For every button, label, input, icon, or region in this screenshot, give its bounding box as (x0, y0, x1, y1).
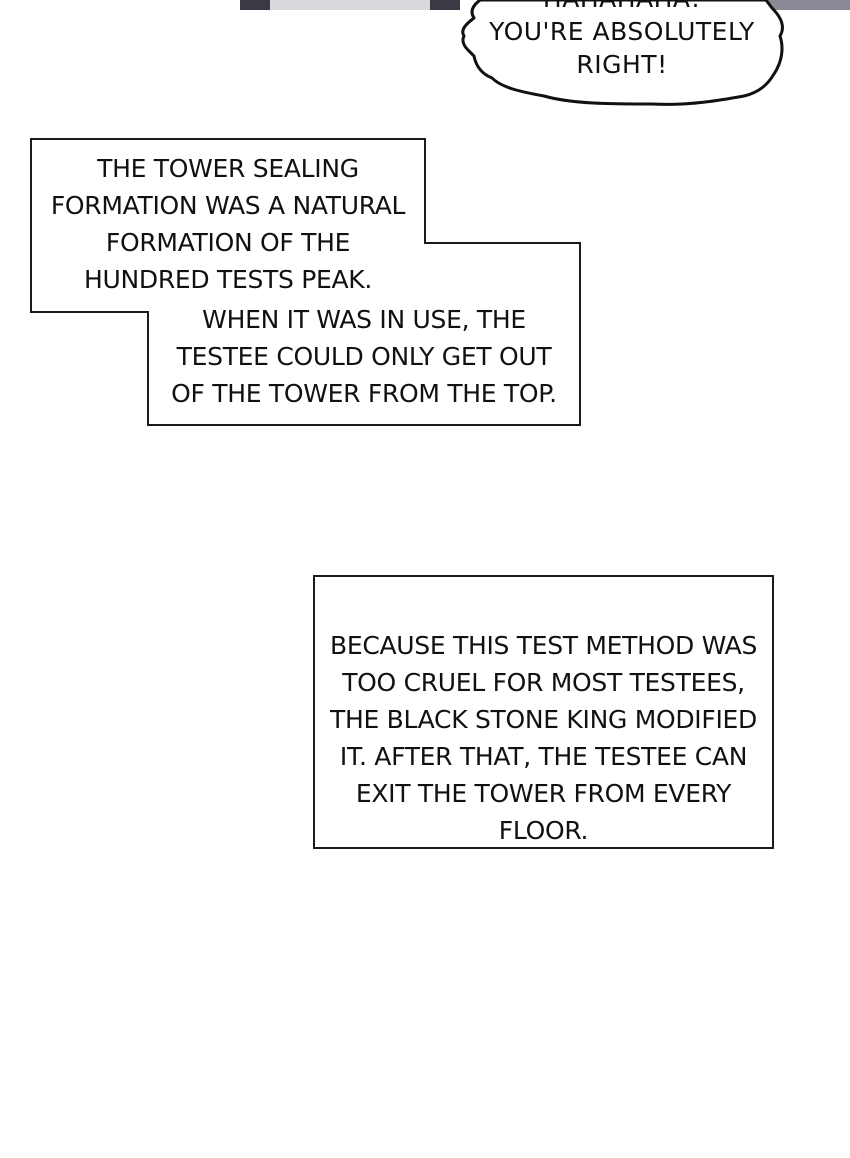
narration-line: OF THE TOWER FROM THE TOP. (171, 379, 557, 408)
narration-line: TESTEE COULD ONLY GET OUT (176, 342, 552, 371)
narration-line: HUNDRED TESTS PEAK. (83, 265, 373, 294)
narration-box: BECAUSE THIS TEST METHOD WAS TOO CRUEL F… (313, 575, 774, 849)
narration-line: THE TOWER SEALING (97, 154, 359, 183)
narration-line: TOO CRUEL FOR MOST TESTEES, (342, 668, 745, 697)
narration-line: THE BLACK STONE KING MODIFIED (330, 705, 757, 734)
narration-text: BECAUSE THIS TEST METHOD WAS TOO CRUEL F… (315, 577, 772, 849)
bubble-line: HAHAHAHA! (472, 0, 772, 15)
narration-line: FORMATION OF THE (105, 228, 351, 257)
narration-line: FLOOR. (498, 816, 589, 845)
panel-edge-segment (430, 0, 460, 10)
narration-line: WHEN IT WAS IN USE, THE (202, 305, 526, 334)
narration-line: IT. AFTER THAT, THE TESTEE CAN (339, 742, 748, 771)
panel-edge-segment (760, 0, 850, 10)
narration-box-stepped (30, 138, 581, 426)
panel-edge-segment (270, 0, 430, 10)
narration-text-upper: THE TOWER SEALING FORMATION WAS A NATURA… (31, 150, 425, 298)
narration-line: BECAUSE THIS TEST METHOD WAS (329, 631, 758, 660)
previous-panel-edge (0, 0, 850, 10)
narration-text-lower: WHEN IT WAS IN USE, THE TESTEE COULD ONL… (148, 301, 580, 412)
narration-line: FORMATION WAS A NATURAL (50, 191, 406, 220)
bubble-line: YOU'RE ABSOLUTELY (489, 17, 755, 46)
narration-line: EXIT THE TOWER FROM EVERY (355, 779, 732, 808)
bubble-line: RIGHT! (576, 50, 668, 79)
speech-bubble-outline (461, 0, 784, 106)
speech-bubble: HAHAHAHA! YOU'RE ABSOLUTELY RIGHT! (452, 0, 792, 115)
panel-edge-segment (240, 0, 270, 10)
